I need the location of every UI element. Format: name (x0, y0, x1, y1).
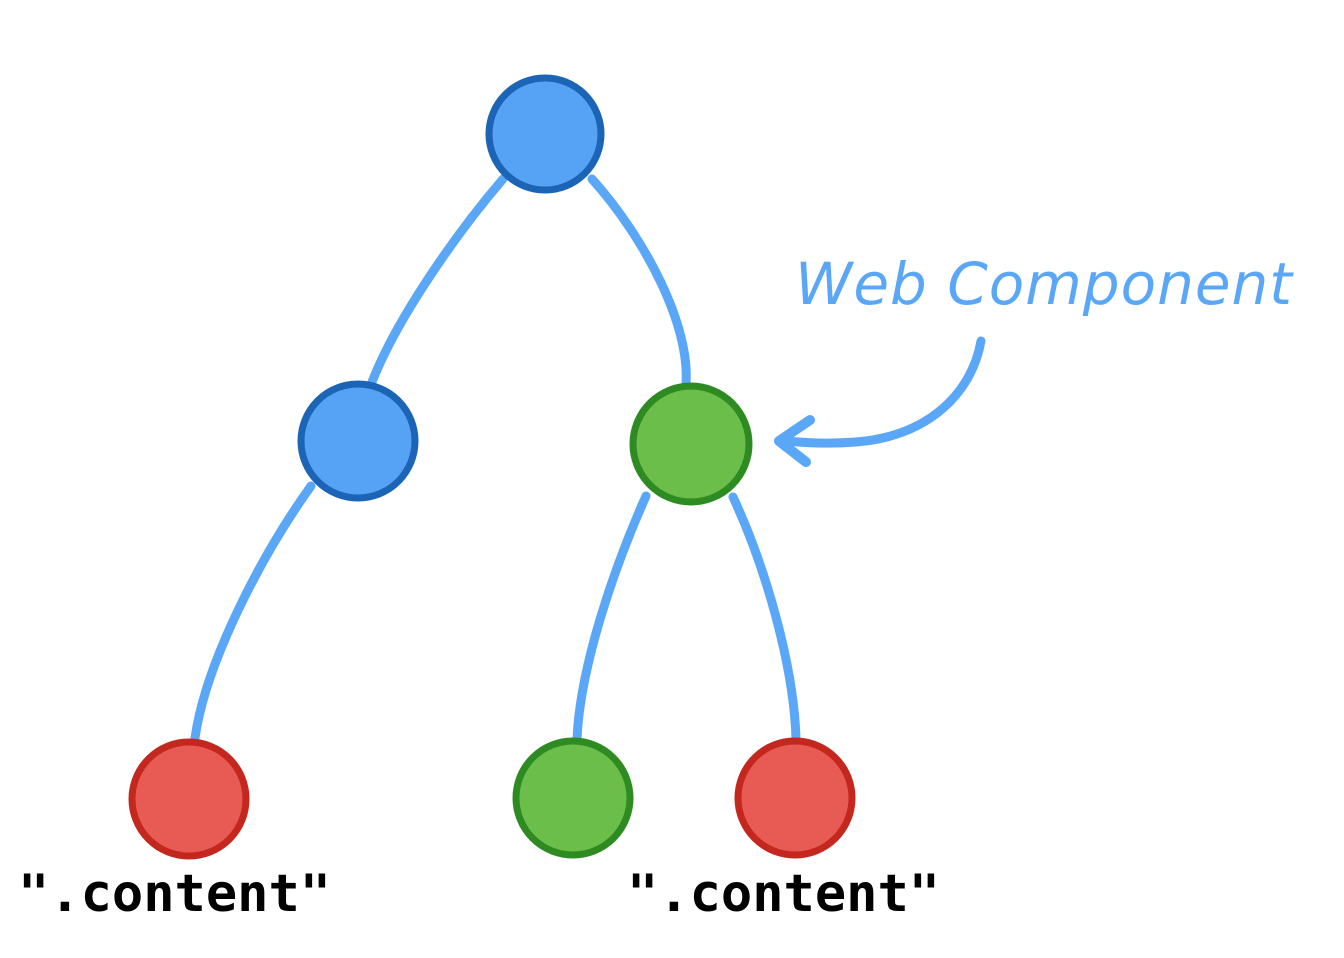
edge-root-to-mid-right (587, 174, 691, 388)
node-mid-left[interactable] (297, 380, 419, 502)
node-group (128, 74, 856, 860)
label-content-right: ".content" (627, 864, 940, 924)
annotation-arrow-group (774, 336, 986, 467)
node-leaf-left[interactable] (128, 738, 250, 860)
edge-root-to-mid-left (367, 174, 508, 387)
annotation-label-web-component: Web Component (795, 250, 1294, 318)
label-content-left: ".content" (18, 864, 331, 924)
node-root[interactable] (485, 74, 605, 194)
annotation-arrow-curve (781, 336, 986, 448)
node-leaf-right[interactable] (734, 737, 856, 859)
edge-group (190, 174, 801, 744)
node-mid-right-web-component[interactable] (629, 382, 753, 506)
annotation-arrowhead-icon (774, 415, 815, 467)
node-leaf-center[interactable] (512, 737, 634, 859)
edge-mid-right-to-leaf-center (572, 491, 651, 744)
edge-mid-right-to-leaf-right (728, 492, 801, 744)
edge-mid-left-to-leaf-left (190, 481, 316, 743)
